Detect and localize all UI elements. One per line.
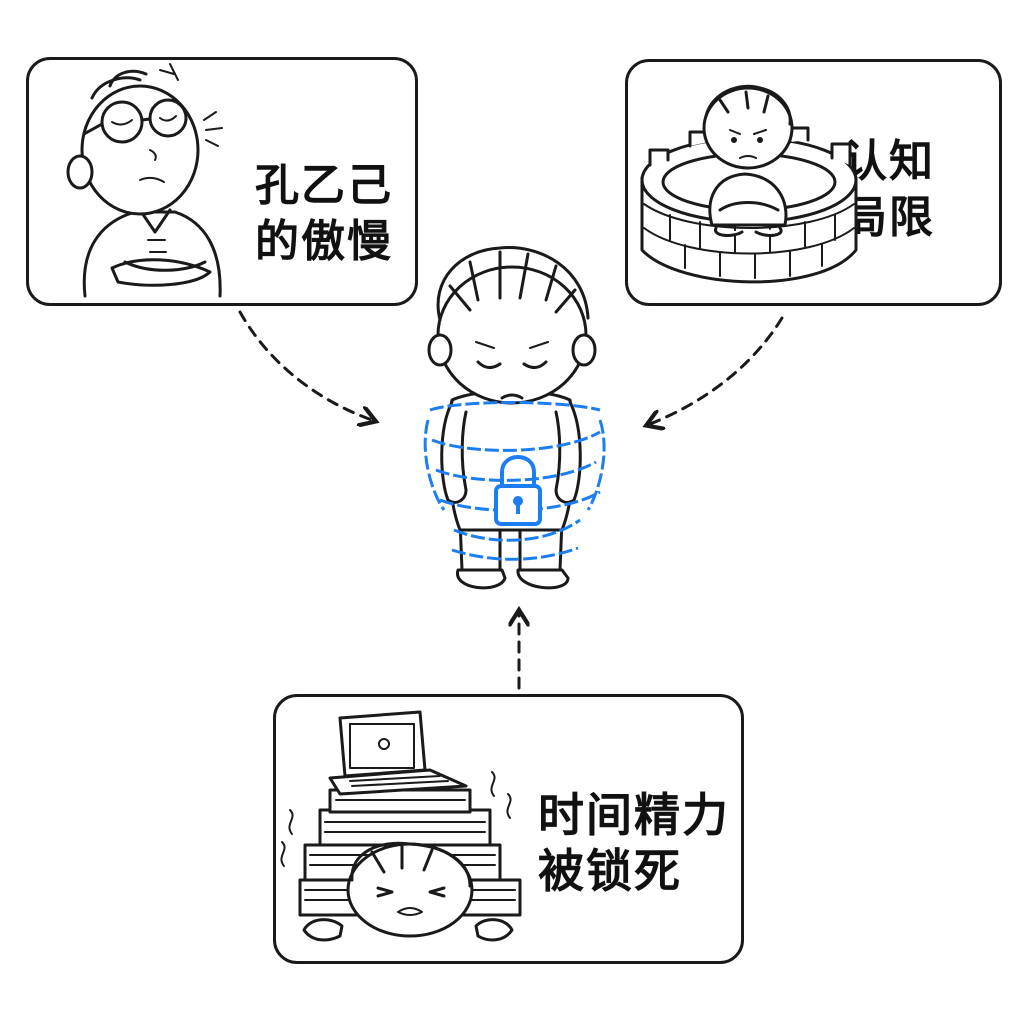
label-line-1: 孔乙己 (255, 160, 393, 211)
label-line-2: 被锁死 (538, 844, 682, 898)
chained-child-icon (423, 246, 606, 590)
label-cognitive-limits: 认知 局限 (843, 134, 935, 246)
arrow-from-arrogance (238, 310, 372, 420)
kong-yiji-icon (66, 63, 223, 298)
label-line-1: 时间精力 (538, 788, 730, 842)
label-arrogance: 孔乙己 的傲慢 (255, 158, 393, 270)
child-in-well-icon (640, 84, 858, 284)
label-time-energy: 时间精力 被锁死 (538, 787, 730, 899)
padlock-icon (494, 455, 542, 526)
label-line-2: 局限 (843, 192, 935, 243)
arrow-from-cognitive (650, 316, 784, 424)
label-line-2: 的傲慢 (255, 216, 393, 267)
label-line-1: 认知 (843, 136, 935, 187)
crushed-child-icon (280, 710, 522, 942)
